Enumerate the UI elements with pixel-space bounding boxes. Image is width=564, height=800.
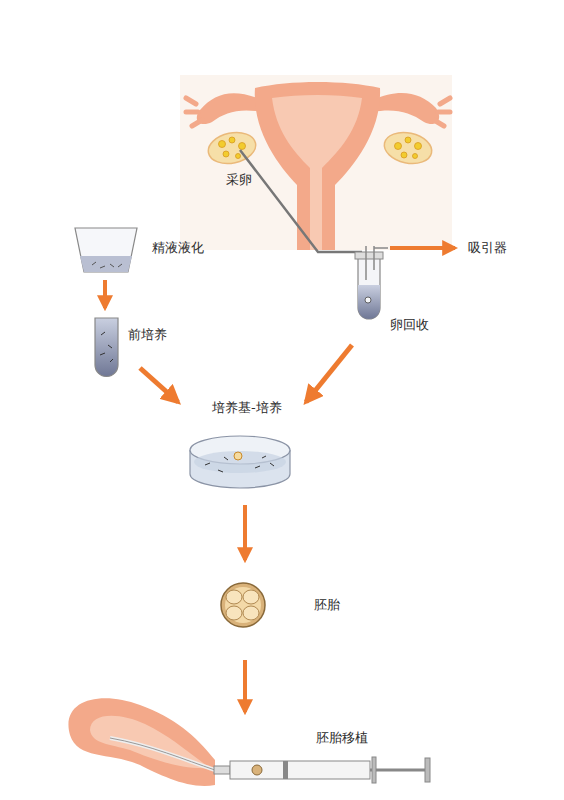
flow-arrow (243, 505, 247, 560)
transfer-uterus (68, 698, 215, 786)
syringe (110, 738, 430, 783)
preculture-tube (95, 318, 118, 377)
flow-arrow (243, 660, 247, 712)
step-label: 采卵 (226, 172, 252, 188)
flow-arrow (390, 246, 455, 250)
step-label: 精液液化 (152, 240, 204, 256)
step-label: 胚胎移植 (316, 730, 368, 746)
aspiration-needle (240, 150, 362, 252)
step-label: 吸引器 (468, 240, 507, 256)
flow-arrow (306, 345, 352, 402)
uterus-figure (186, 82, 450, 250)
step-label: 卵回收 (390, 317, 429, 333)
step-label: 胚胎 (314, 597, 340, 613)
flow-arrow (140, 368, 178, 402)
flow-arrow (103, 280, 107, 308)
uterus-background (180, 75, 452, 250)
embryo (221, 583, 265, 627)
petri-dish (190, 436, 290, 488)
step-label: 前培养 (128, 327, 167, 343)
collection-tube (355, 246, 388, 319)
semen-beaker (75, 228, 137, 272)
step-label: 培养基-培养 (212, 400, 282, 416)
